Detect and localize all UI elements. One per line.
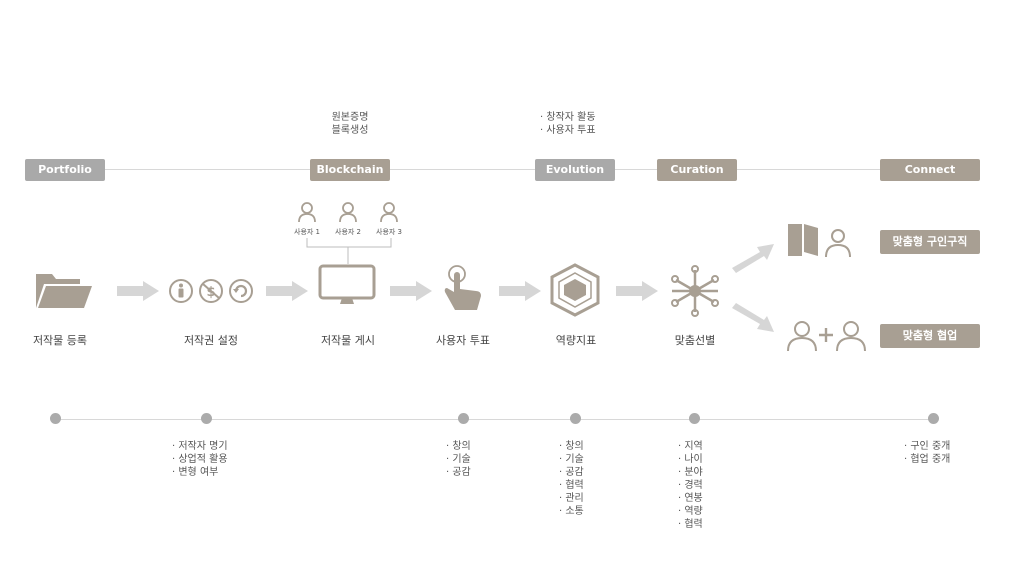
person-icon [836,321,866,352]
stage-blockchain: Blockchain [310,159,390,181]
stage-connect: Connect [880,159,980,181]
step-index-label: 역량지표 [555,334,597,347]
timeline-dot [50,413,61,424]
arrow-down-right-icon [732,303,774,332]
folder-icon [36,274,92,308]
step-rights-label: 저작권 설정 [183,334,239,347]
network-icon [671,265,719,317]
stage-evolution: Evolution [535,159,615,181]
arrow-up-right-icon [732,244,774,273]
evolution-note: · 창작자 활동 · 사용자 투표 [540,112,596,136]
stage-portfolio: Portfolio [25,159,105,181]
plus-icon [819,328,833,342]
noncommercial-icon: $ [199,279,223,303]
stage-connector-line [60,169,940,170]
timeline-dot [201,413,212,424]
user-1-label: 사용자 1 [294,228,320,236]
connect-detail-list: 구인 중개 협업 중개 [904,440,950,466]
portfolio-book-icon [788,224,818,256]
user-1-icon [298,202,316,223]
timeline-dot [689,413,700,424]
user-3-label: 사용자 3 [376,228,402,236]
stage-curation: Curation [657,159,737,181]
arrow-right-icon [390,281,432,301]
outcome-job-matching: 맞춤형 구인구직 [880,230,980,254]
blockchain-note: 원본증명 블록생성 [331,112,369,136]
user-2-icon [339,202,357,223]
user-3-icon [380,202,398,223]
arrow-right-icon [266,281,308,301]
competency-hexagon-icon [550,263,600,317]
arrow-right-icon [499,281,541,301]
user-2-label: 사용자 2 [335,228,361,236]
users-bracket [306,238,392,264]
timeline-line [56,419,934,420]
index-detail-list: 창의 기술 공감 협력 관리 소통 [559,440,583,518]
outcome-collaboration: 맞춤형 협업 [880,324,980,348]
svg-text:$: $ [206,285,215,300]
step-post-label: 저작물 게시 [320,334,376,347]
share-alike-icon [229,279,253,303]
rights-detail-list: 저작자 명기 상업적 활용 변형 여부 [172,440,227,479]
person-icon [825,229,851,258]
step-vote-label: 사용자 투표 [435,334,491,347]
touch-hand-icon [444,265,481,310]
selection-detail-list: 지역 나이 분야 경력 연봉 역량 협력 [678,440,702,531]
timeline-dot [570,413,581,424]
step-selection-label: 맞춤선별 [674,334,716,347]
timeline-dot [928,413,939,424]
vote-detail-list: 창의 기술 공감 [446,440,470,479]
monitor-icon [318,264,376,304]
arrow-right-icon [616,281,658,301]
attribution-icon [169,279,193,303]
person-icon [787,321,817,352]
timeline-dot [458,413,469,424]
arrow-right-icon [117,281,159,301]
step-register-label: 저작물 등록 [32,334,88,347]
